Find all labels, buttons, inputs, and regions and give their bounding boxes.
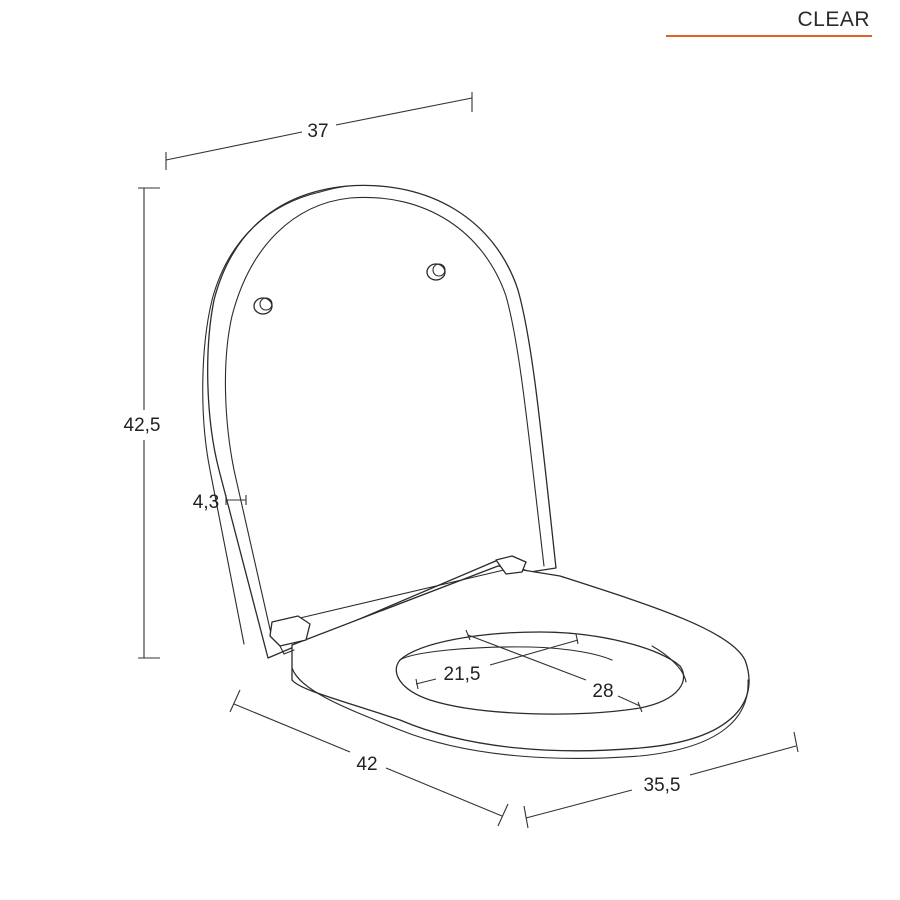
lid-bumper-left (253, 297, 273, 315)
lid-top-edge (319, 185, 349, 193)
seat-opening (395, 631, 685, 715)
hinge-right (495, 555, 527, 575)
lid-inner-face (224, 196, 545, 639)
dim-seat-width: 35,5 (523, 731, 799, 829)
lid-outer-shell (207, 184, 557, 659)
hinge-left (269, 615, 311, 655)
seat (269, 555, 750, 759)
lid-rim-edge (202, 191, 321, 645)
dim-opening-length: 28 (465, 629, 643, 713)
dim-seat-width-label: 35,5 (644, 775, 681, 796)
dim-lid-height-label: 42,5 (124, 415, 161, 436)
model-title: CLEAR (797, 8, 870, 31)
seat-back-edge (299, 569, 505, 619)
dim-lid-thickness-label: 4,3 (193, 492, 219, 513)
seat-front-edge (291, 667, 749, 759)
dim-opening-length-label: 28 (592, 681, 613, 702)
dim-opening-width-label: 21,5 (444, 664, 481, 685)
dim-lid-width-label: 37 (307, 121, 328, 142)
lid-bumper-right (426, 263, 446, 281)
dim-seat-length-label: 42 (356, 754, 377, 775)
seat-side-groove (651, 645, 687, 683)
title-underline (666, 35, 872, 37)
dim-opening-width: 21,5 (415, 633, 579, 690)
dim-lid-width: 37 (165, 92, 473, 170)
lid (202, 184, 557, 659)
dim-lid-thickness: 4,3 (193, 492, 247, 513)
dim-seat-length: 42 (229, 689, 509, 827)
seat-opening-inner-rim (399, 646, 613, 661)
dim-lid-height: 42,5 (124, 187, 161, 659)
